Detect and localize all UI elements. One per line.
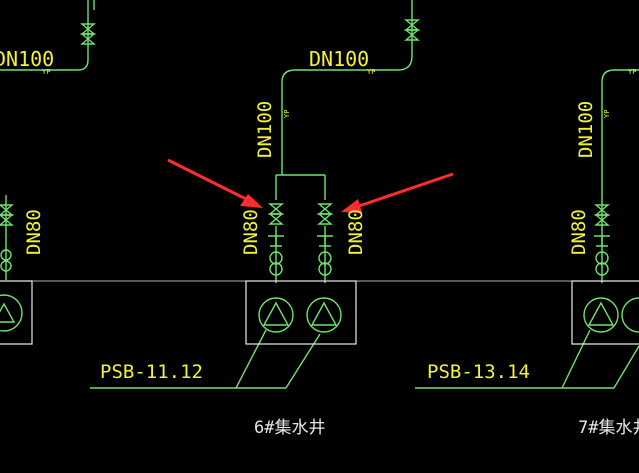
pipe-label-dn100-vertical-mid: DN100 [254, 101, 276, 158]
pipe-mark-yp-5: YP [603, 110, 611, 118]
left-sump-wall [0, 280, 33, 345]
mid-station-piping [90, 0, 413, 389]
pipe-label-dn80-left: DN80 [23, 209, 45, 255]
right-sump-wall [571, 280, 639, 345]
red-arrow-left [167, 158, 263, 208]
pipe-label-dn100-left: DN100 [0, 47, 54, 71]
pipe-label-dn80-mid-left: DN80 [240, 209, 262, 255]
pipe-mark-yp-3: YP [628, 68, 636, 76]
pipe-label-dn100-vertical-right: DN100 [575, 101, 597, 158]
pipe-mark-yp-4: YP [283, 110, 291, 118]
red-arrow-right [341, 172, 454, 213]
yp-marks: YP YP YP YP YP [42, 68, 636, 118]
sump-label-7: 7#集水井 [578, 418, 639, 438]
pump-group-label-psb-11-12: PSB-11.12 [100, 361, 203, 383]
right-station [415, 69, 639, 389]
left-station [0, 0, 95, 332]
pipe-label-dn80-right: DN80 [568, 209, 590, 255]
pipe-label-dn80-mid-right: DN80 [345, 209, 367, 255]
pipe-mark-yp-2: YP [367, 68, 375, 76]
text-labels: DN100 DN100 PSB-11.12 PSB-13.14 6#集水井 7#… [0, 47, 639, 438]
sump-label-6: 6#集水井 [254, 418, 325, 438]
vertical-labels: DN100 DN100 DN80 DN80 DN80 DN80 [23, 101, 597, 255]
mid-sump-wall [0, 280, 639, 345]
pump-group-label-psb-13-14: PSB-13.14 [427, 361, 530, 383]
pipe-mark-yp-1: YP [42, 68, 50, 76]
pipe-label-dn100-mid: DN100 [309, 47, 369, 71]
